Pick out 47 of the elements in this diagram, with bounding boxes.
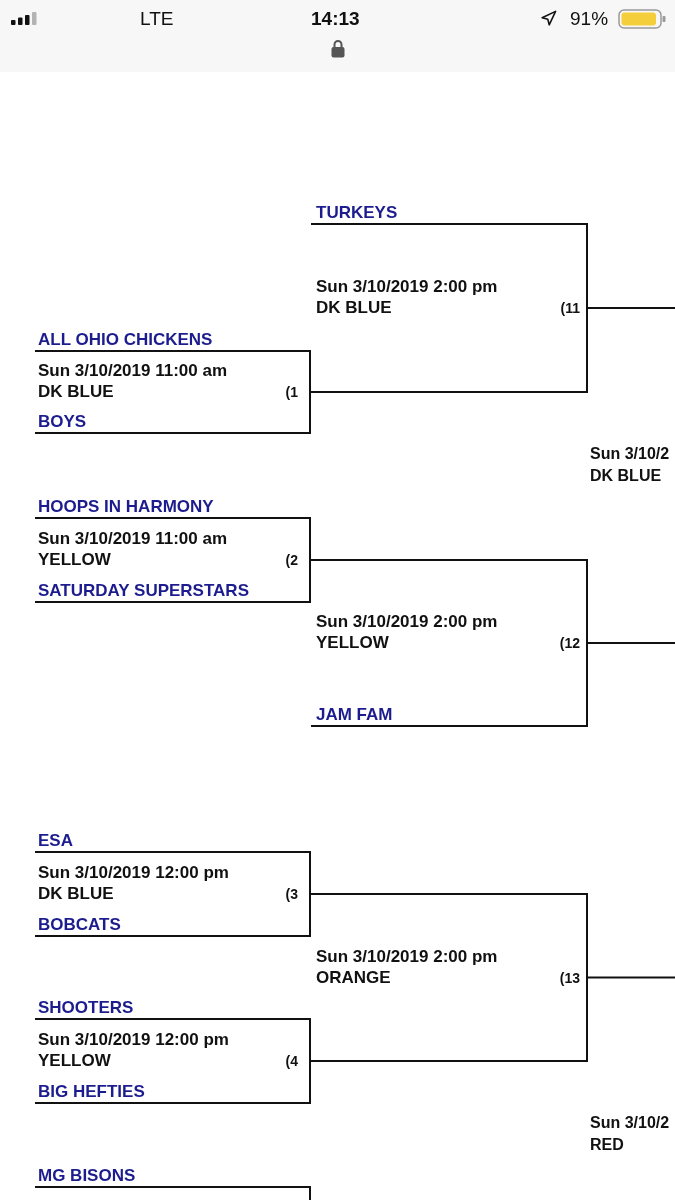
- game-number: (1: [285, 383, 298, 402]
- bracket-line: [310, 391, 589, 393]
- bracket-line: [587, 976, 675, 979]
- clock-time: 14:13: [311, 7, 360, 30]
- team-name: ESA: [38, 831, 73, 851]
- match-time: Sun 3/10/2019 11:00 am: [38, 361, 228, 381]
- match-time: Sun 3/10/2019 2:00 pm: [316, 612, 498, 632]
- team-name: HOOPS IN HARMONY: [38, 497, 214, 517]
- team-name: BIG HEFTIES: [38, 1082, 145, 1102]
- team-name: BOBCATS: [38, 915, 121, 935]
- court-name: DK BLUE: [38, 884, 114, 904]
- battery-percent: 91%: [570, 7, 609, 30]
- game-number: (13: [559, 968, 580, 988]
- match-time: Sun 3/10/2019 11:00 am: [38, 529, 228, 549]
- court-name: DK BLUE: [38, 382, 114, 402]
- team-name: TURKEYS: [316, 203, 398, 223]
- court-name: DK BLUE: [316, 298, 392, 318]
- court-name: RED: [590, 1135, 624, 1155]
- game-number: (3: [285, 885, 298, 904]
- game-number: (4: [285, 1052, 298, 1071]
- match-time: Sun 3/10/2019 12:00 pm: [38, 863, 229, 883]
- bracket-line: [310, 559, 589, 561]
- game-number: (2: [285, 551, 298, 570]
- team-name: MG BISONS: [38, 1166, 136, 1186]
- team-name: ALL OHIO CHICKENS: [38, 330, 213, 350]
- game-number: (12: [559, 634, 580, 653]
- bracket-line: [310, 1060, 589, 1062]
- bracket-line: [310, 893, 589, 895]
- match-time: Sun 3/10/2019 12:00 pm: [38, 1030, 229, 1050]
- match-time: Sun 3/10/2: [590, 1113, 670, 1133]
- team-name: SHOOTERS: [38, 998, 134, 1018]
- match-time: Sun 3/10/2019 2:00 pm: [316, 277, 498, 297]
- match-time: Sun 3/10/2019 2:00 pm: [316, 946, 498, 967]
- court-name: ORANGE: [316, 967, 391, 988]
- court-name: YELLOW: [316, 633, 389, 653]
- court-name: YELLOW: [38, 550, 111, 570]
- bracket: [311, 559, 588, 727]
- team-name: JAM FAM: [316, 705, 393, 725]
- court-name: YELLOW: [38, 1051, 111, 1071]
- network-type: LTE: [140, 7, 174, 30]
- team-name: BOYS: [38, 412, 87, 432]
- bracket-line: [587, 307, 675, 309]
- match-time: Sun 3/10/2: [590, 444, 670, 464]
- court-name: DK BLUE: [590, 466, 662, 486]
- team-name: SATURDAY SUPERSTARS: [38, 581, 249, 601]
- bracket-line: [587, 642, 675, 644]
- game-number: (11: [560, 299, 580, 318]
